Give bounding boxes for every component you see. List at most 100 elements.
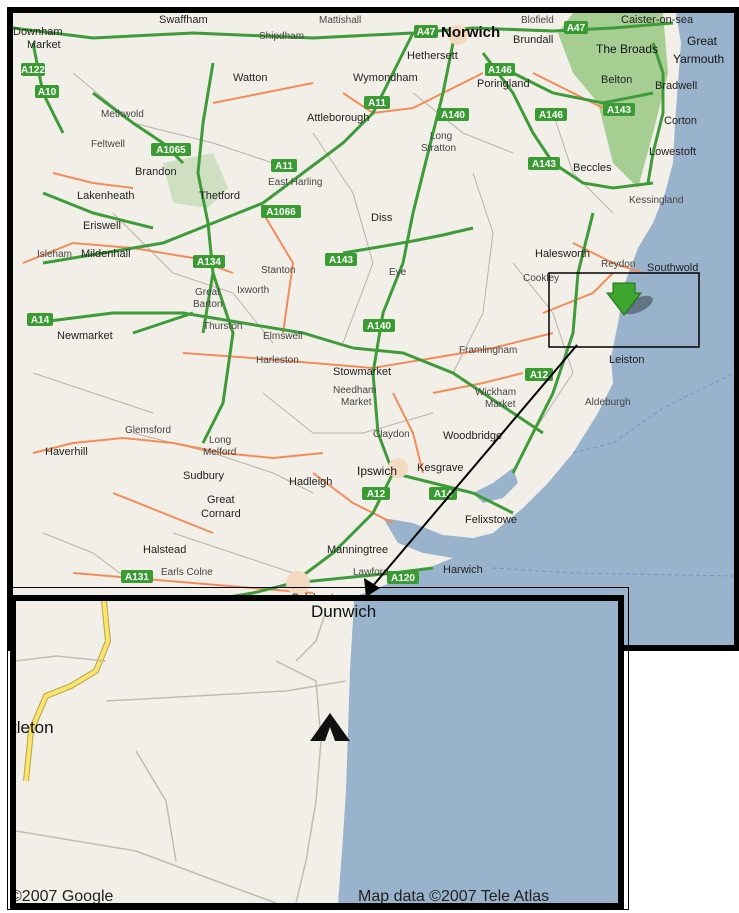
place-labels: Swaffham Shipdham Mattishall Norwich Blo… — [13, 14, 724, 604]
place-label: Great — [687, 34, 718, 48]
place-label: Elmswell — [263, 331, 302, 342]
place-label: Newmarket — [57, 330, 113, 342]
place-label: Thetford — [199, 190, 240, 202]
road-badge: A47 — [414, 25, 438, 38]
place-label: Leiston — [609, 354, 644, 366]
road-badge: A134 — [193, 255, 225, 268]
place-label: Diss — [371, 212, 393, 224]
place-label: Great — [207, 494, 235, 506]
place-label: East Harling — [268, 177, 322, 188]
svg-text:A10: A10 — [38, 87, 57, 98]
inset-map[interactable]: Dunwich tleton ©2007 Google Map data ©20… — [10, 595, 624, 909]
svg-text:A47: A47 — [417, 27, 436, 38]
place-label: Swaffham — [159, 14, 208, 26]
place-label: Ipswich — [357, 464, 397, 478]
place-label: Yarmouth — [673, 52, 724, 66]
place-label: Halesworth — [535, 248, 590, 260]
place-label: Mattishall — [319, 15, 361, 26]
place-label: Market — [485, 399, 516, 410]
attribution-google: ©2007 Google — [16, 888, 114, 903]
road-badge: A1066 — [261, 205, 301, 218]
place-label: Wickham — [475, 387, 516, 398]
svg-text:A143: A143 — [329, 255, 353, 266]
place-label: Downham — [13, 26, 63, 38]
place-label: Poringland — [477, 78, 530, 90]
place-label: Aldeburgh — [585, 397, 631, 408]
place-label: Cornard — [201, 508, 241, 520]
place-label: Woodbridge — [443, 430, 502, 442]
place-label: Hadleigh — [289, 476, 332, 488]
place-label: Reydon — [601, 259, 635, 270]
place-label: Hethersett — [407, 50, 458, 62]
thetford-forest — [163, 153, 228, 208]
road-badge: A143 — [528, 157, 560, 170]
place-label: Lakenheath — [77, 190, 135, 202]
place-label: Isleham — [37, 249, 72, 260]
road-badge: A11 — [271, 159, 297, 172]
place-label: Sudbury — [183, 470, 224, 482]
place-label: Attleborough — [307, 112, 369, 124]
road-badge: A143 — [603, 103, 635, 116]
place-label: Felixstowe — [465, 514, 517, 526]
place-label: Great — [195, 287, 220, 298]
location-marker-icon[interactable] — [605, 282, 655, 318]
place-label: Brandon — [135, 166, 177, 178]
main-map[interactable]: A47 A47 A122 A10 A146 A11 A140 A146 A143… — [7, 7, 739, 651]
inset-sea — [338, 601, 618, 903]
road-badge: A140 — [437, 108, 469, 121]
road-badge: A131 — [121, 570, 153, 583]
road-badge: A14 — [27, 313, 53, 326]
place-label: Claydon — [373, 429, 410, 440]
place-label: Harleston — [256, 355, 299, 366]
road-badge: A122 — [21, 63, 45, 76]
zoom-region-box — [548, 272, 700, 348]
attribution-tele-atlas: Map data ©2007 Tele Atlas — [358, 888, 549, 903]
svg-text:A1065: A1065 — [156, 145, 186, 156]
place-label: Earls Colne — [161, 567, 213, 578]
place-label: Framlingham — [459, 345, 517, 356]
svg-text:A131: A131 — [125, 572, 149, 583]
place-label: The Broads — [596, 42, 658, 56]
place-label: Barton — [193, 299, 222, 310]
place-label: Stowmarket — [333, 366, 391, 378]
svg-text:A146: A146 — [539, 110, 563, 121]
place-label: Belton — [601, 74, 632, 86]
place-label: Long — [209, 435, 231, 446]
place-label: Haverhill — [45, 446, 88, 458]
place-label: Bradwell — [655, 80, 697, 92]
svg-text:A12: A12 — [530, 370, 549, 381]
place-label: Southwold — [647, 262, 698, 274]
place-label: Market — [341, 397, 372, 408]
place-label: Lowestoft — [649, 146, 696, 158]
road-badge: A11 — [364, 96, 390, 109]
north-sea — [253, 13, 734, 645]
place-label: Shipdham — [259, 31, 304, 42]
place-label: Needham — [333, 385, 376, 396]
svg-text:A11: A11 — [275, 161, 293, 172]
norwich-area — [448, 25, 468, 45]
inset-place-dunwich: Dunwich — [311, 602, 376, 621]
svg-text:A134: A134 — [197, 257, 221, 268]
svg-text:A47: A47 — [567, 23, 586, 34]
place-label: Eriswell — [83, 220, 121, 232]
road-badge: A146 — [535, 108, 567, 121]
place-label: Harwich — [443, 564, 483, 576]
colchester-area — [286, 571, 310, 595]
road-badge: A47 — [564, 21, 588, 34]
svg-text:A143: A143 — [607, 105, 631, 116]
place-label: Brundall — [513, 34, 553, 46]
inset-place-partial: tleton — [16, 718, 54, 737]
road-badge: A10 — [35, 85, 59, 98]
maritime-boundary — [572, 372, 734, 454]
place-label: Stratton — [421, 143, 456, 154]
place-label: Wymondham — [353, 72, 418, 84]
road-badge: A12 — [362, 487, 390, 500]
place-label: Halstead — [143, 544, 186, 556]
place-label: Melford — [203, 447, 236, 458]
campsite-icon[interactable] — [310, 713, 350, 741]
svg-text:A12: A12 — [367, 489, 386, 500]
place-label: Kessingland — [629, 195, 683, 206]
place-label: Eye — [389, 267, 407, 278]
svg-text:A11: A11 — [368, 98, 386, 109]
place-label: Glemsford — [125, 425, 171, 436]
